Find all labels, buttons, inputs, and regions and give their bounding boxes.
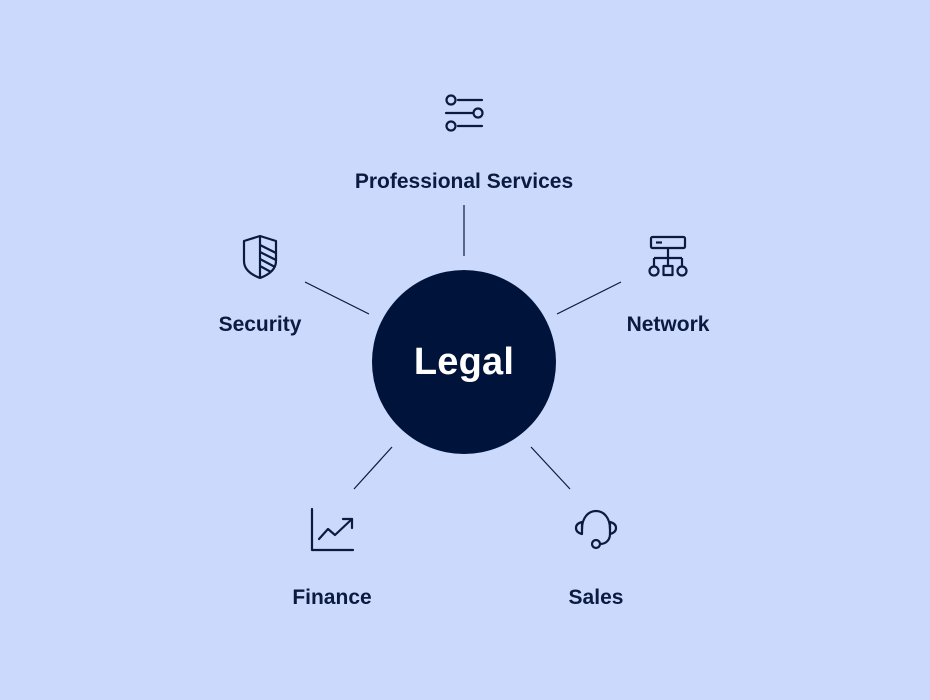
- line-chart-icon: [310, 507, 355, 552]
- node-label-security: Security: [218, 313, 302, 336]
- center-hub: Legal: [372, 270, 556, 454]
- connector-sales: [530, 446, 571, 490]
- node-label-professional-services: Professional Services: [354, 170, 574, 193]
- headset-icon: [574, 509, 618, 550]
- sliders-icon: [444, 94, 484, 132]
- node-label-finance: Finance: [292, 586, 372, 609]
- connector-security: [304, 281, 370, 315]
- center-label: Legal: [413, 340, 515, 383]
- node-label-sales: Sales: [568, 586, 624, 609]
- connector-finance: [353, 446, 393, 490]
- node-label-network: Network: [626, 313, 710, 336]
- network-icon: [648, 235, 688, 277]
- shield-icon: [242, 234, 278, 279]
- connector-network: [556, 281, 622, 315]
